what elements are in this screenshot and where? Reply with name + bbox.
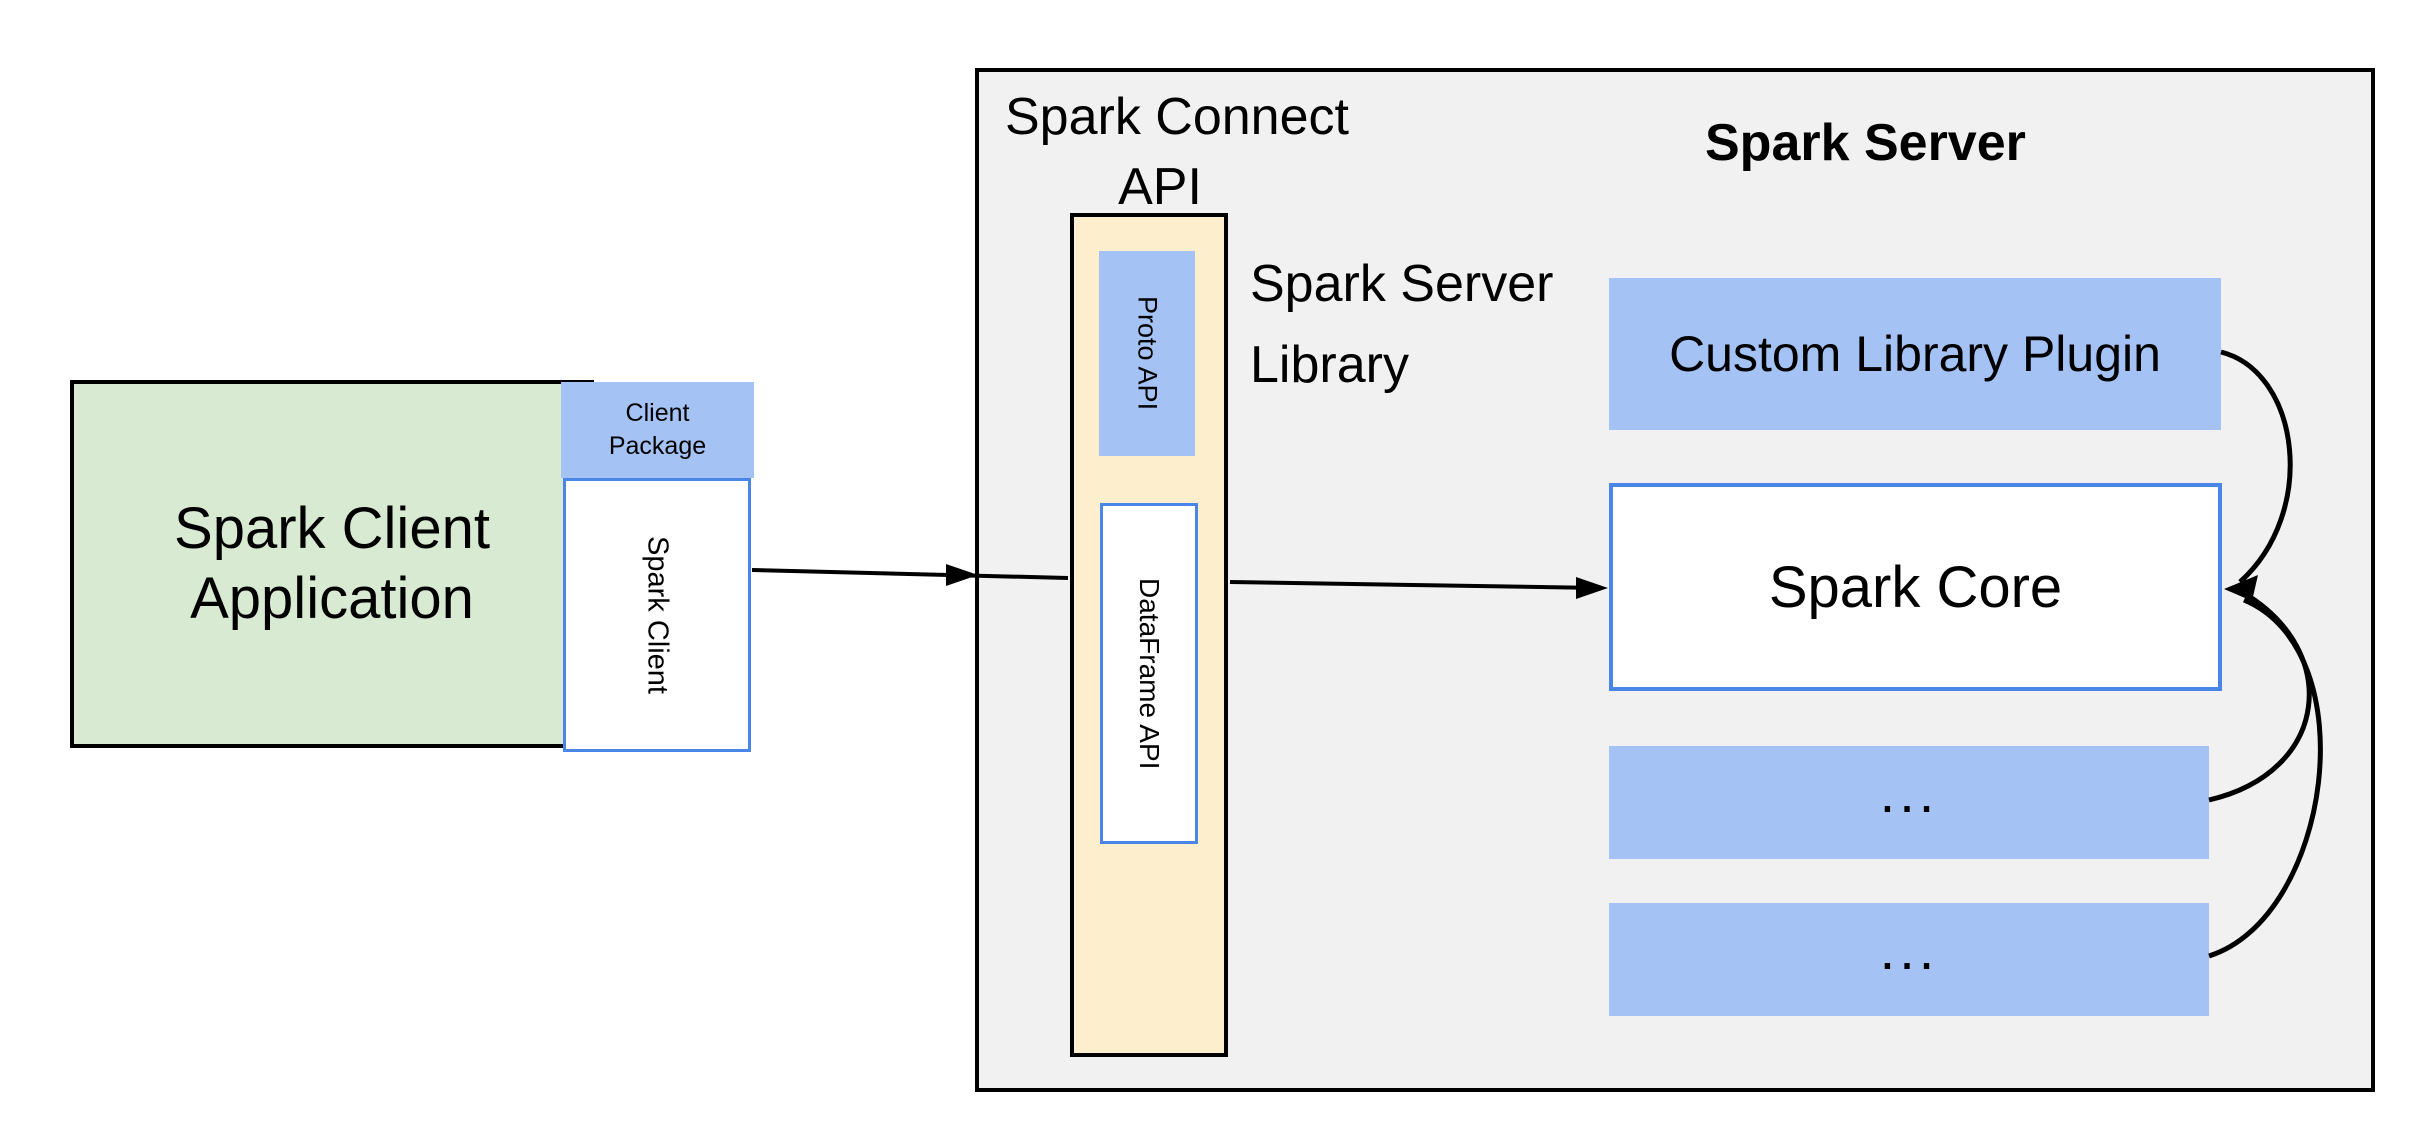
client-to-connect-arrowhead <box>946 564 978 586</box>
spark-client-application-label-line1: Spark Client <box>174 496 490 561</box>
ellipsis-box-1: ... <box>1609 746 2209 859</box>
spark-core-label: Spark Core <box>1768 554 2063 620</box>
spark-server-library-label-line1: Spark Server <box>1250 255 1554 313</box>
custom-library-plugin-label: Custom Library Plugin <box>1669 326 2161 382</box>
spark-connect-api-title: Spark Connect API <box>1005 82 1349 222</box>
spark-server-library-label-line2: Library <box>1250 336 1409 394</box>
spark-core-box: Spark Core <box>1609 483 2222 691</box>
spark-connect-api-title-line2: API <box>1118 158 1202 216</box>
ellipsis-label-1: ... <box>1879 761 1939 824</box>
ellipsis-box-2: ... <box>1609 903 2209 1016</box>
proto-api-label: Proto API <box>1132 296 1163 411</box>
spark-connect-api-title-line1: Spark Connect <box>1005 88 1349 146</box>
custom-library-plugin-box: Custom Library Plugin <box>1609 278 2221 430</box>
proto-api-box: Proto API <box>1099 251 1195 456</box>
ellipsis-label-2: ... <box>1879 918 1939 981</box>
spark-client-application-label-line2: Application <box>190 566 474 631</box>
client-package-label-line1: Client <box>625 399 690 427</box>
spark-client-label: Spark Client <box>641 536 674 694</box>
spark-client-application-box: Spark Client Application <box>70 380 594 748</box>
spark-server-title: Spark Server <box>1705 114 2026 172</box>
dataframe-api-label: DataFrame API <box>1134 577 1165 770</box>
dataframe-api-box: DataFrame API <box>1100 503 1198 844</box>
spark-client-application-label: Spark Client Application <box>174 494 490 634</box>
client-package-box: Client Package <box>561 382 754 478</box>
client-package-label-line2: Package <box>608 432 707 460</box>
spark-client-box: Spark Client <box>563 478 751 752</box>
spark-server-library-label: Spark Server Library <box>1250 244 1553 406</box>
